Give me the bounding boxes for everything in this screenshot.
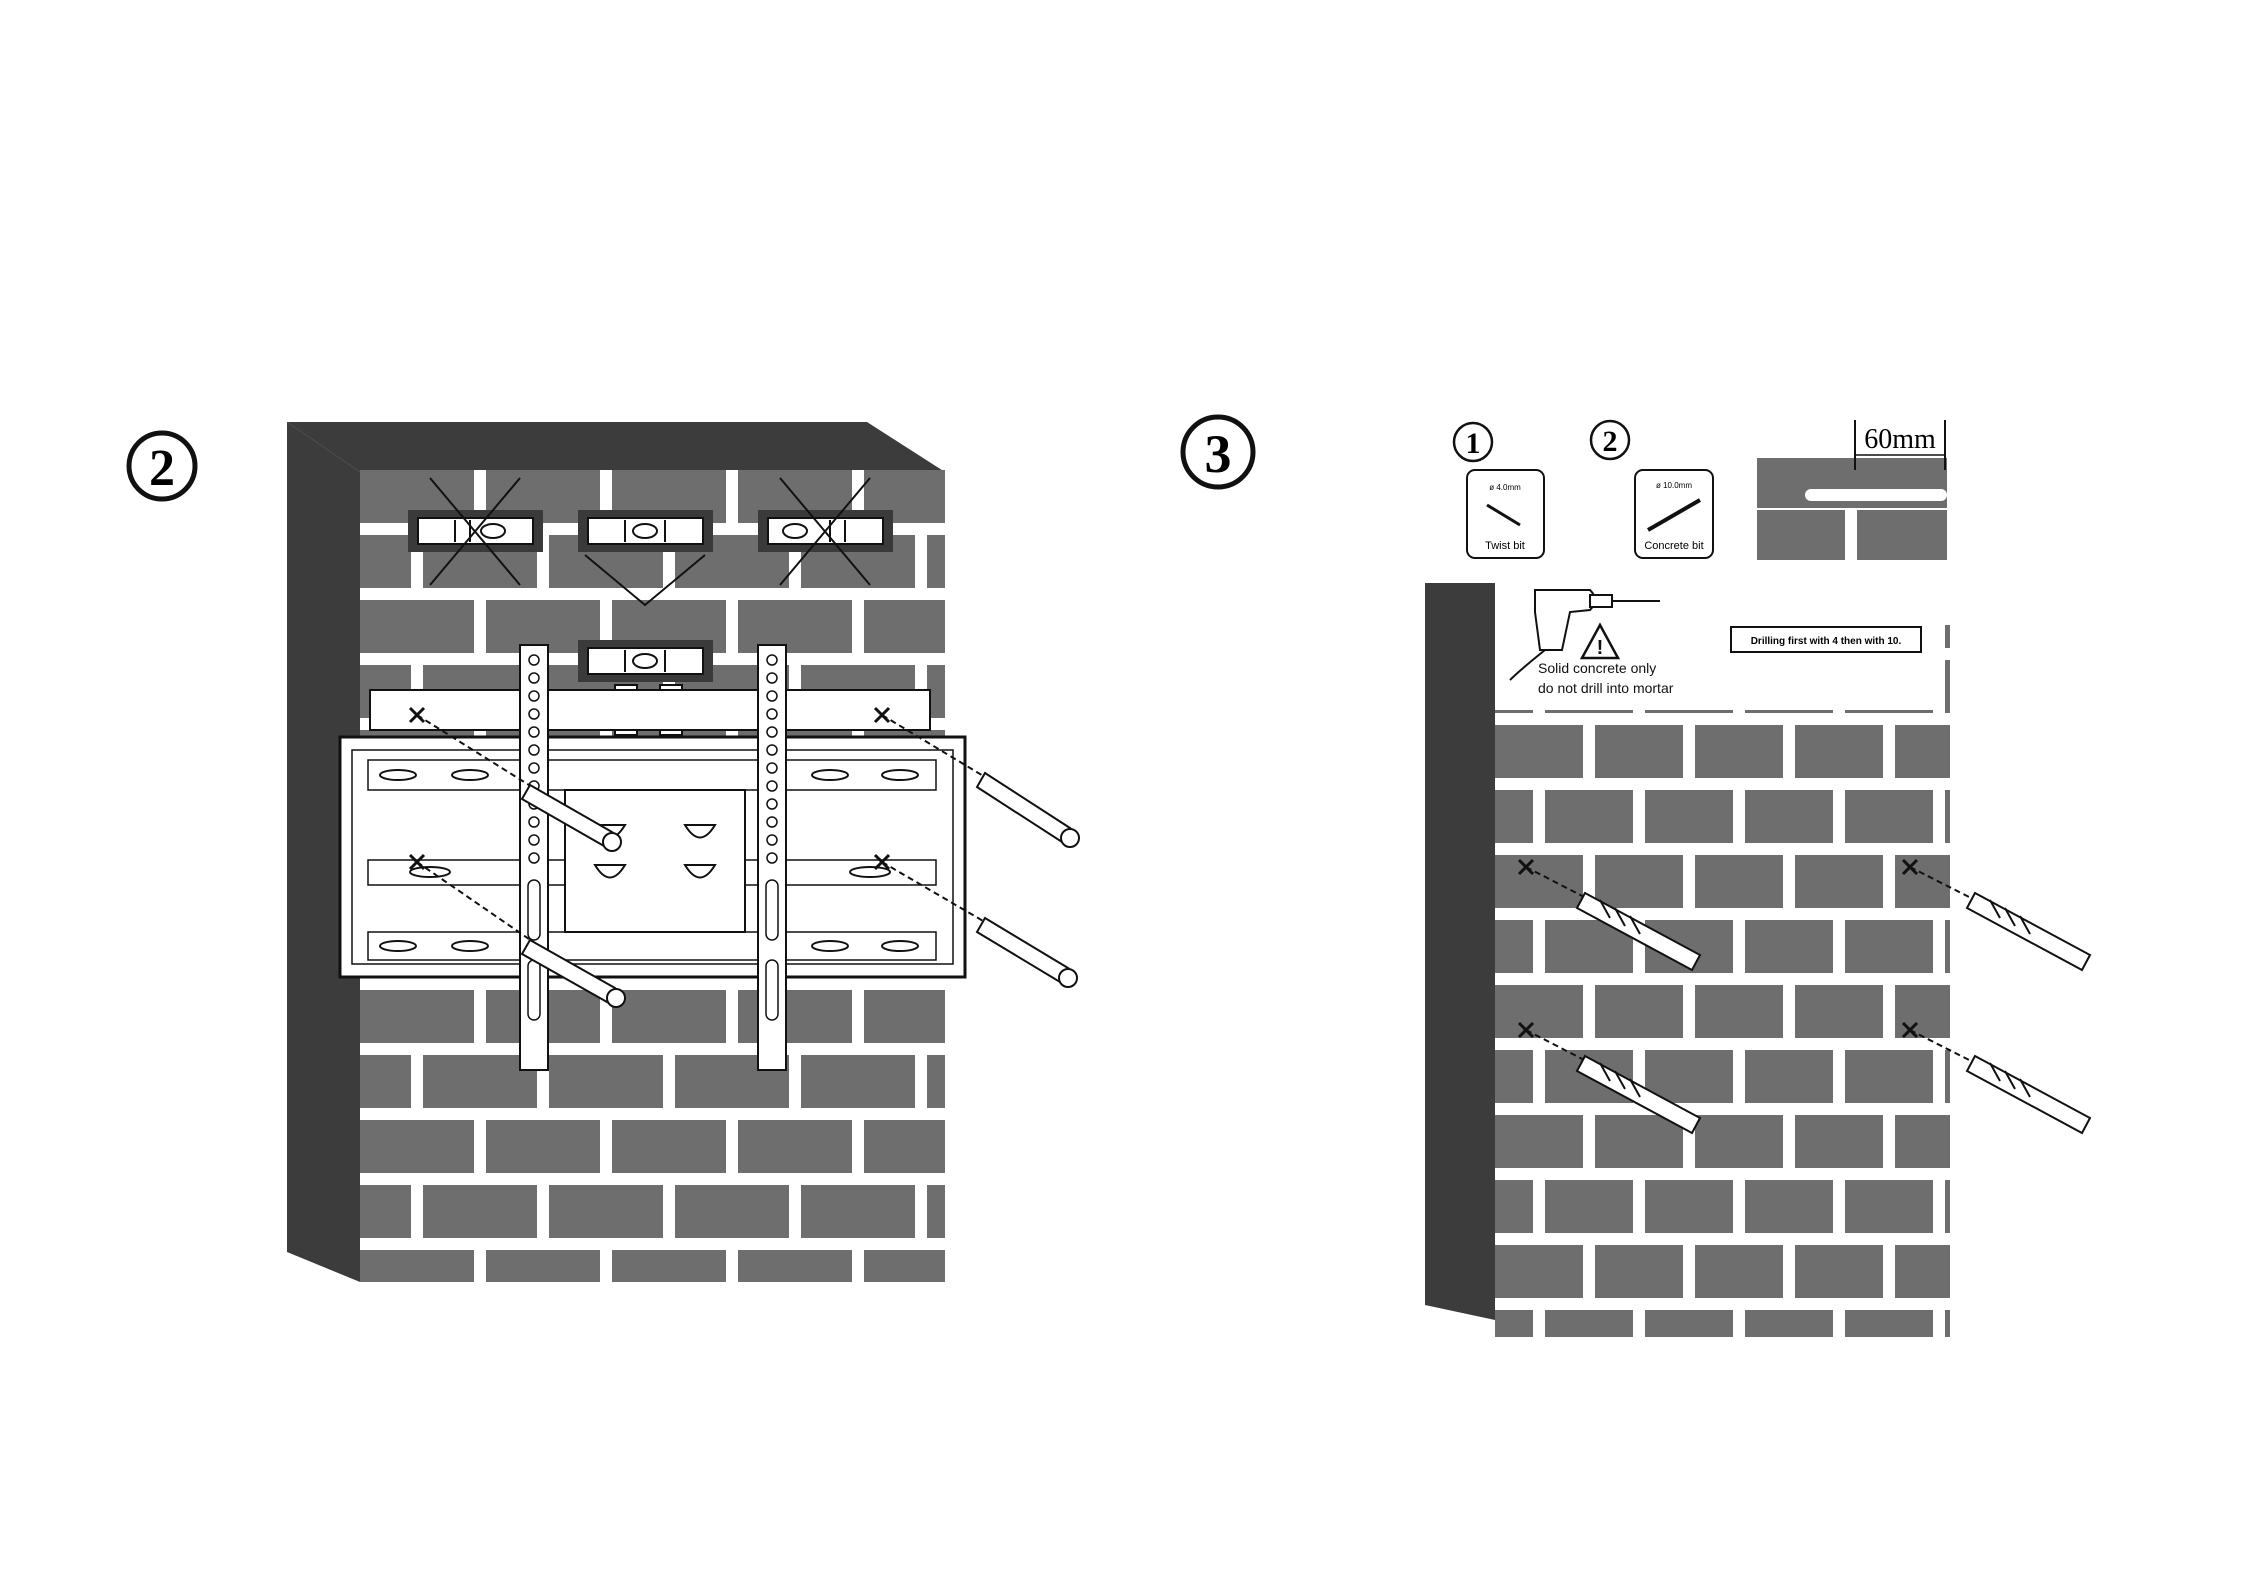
step-2-panel: 2 [129, 422, 1079, 1282]
depth-label: 60mm [1864, 424, 1936, 455]
bit-1-size: ø 4.0mm [1489, 483, 1521, 492]
bit-1-index: 1 [1466, 427, 1481, 460]
spirit-level-on-bracket [578, 640, 713, 682]
step-3-number: 3 [1205, 424, 1232, 484]
warning-line-2: do not drill into mortar [1538, 680, 1674, 696]
drill-depth-detail: 60mm [1757, 420, 1947, 560]
step-3-number-badge: 3 [1183, 417, 1253, 487]
svg-text:!: ! [1597, 637, 1604, 659]
step-2-number-badge: 2 [129, 433, 195, 499]
warning-line-1: Solid concrete only [1538, 660, 1656, 676]
concrete-bit-card: 2 ø 10.0mm Concrete bit [1591, 421, 1713, 558]
bit-2-name: Concrete bit [1644, 540, 1703, 552]
bit-2-size: ø 10.0mm [1656, 481, 1692, 490]
step-3-panel: 3 1 ø 4.0mm Twist bit 2 ø 10.0mm Concret… [1183, 417, 2090, 1337]
twist-bit-card: 1 ø 4.0mm Twist bit [1454, 423, 1544, 558]
step-2-number: 2 [149, 440, 175, 497]
instruction-box: Drilling first with 4 then with 10. [1731, 627, 1921, 652]
bit-1-name: Twist bit [1485, 540, 1525, 552]
bit-2-index: 2 [1603, 425, 1618, 458]
instruction-text: Drilling first with 4 then with 10. [1751, 636, 1902, 647]
